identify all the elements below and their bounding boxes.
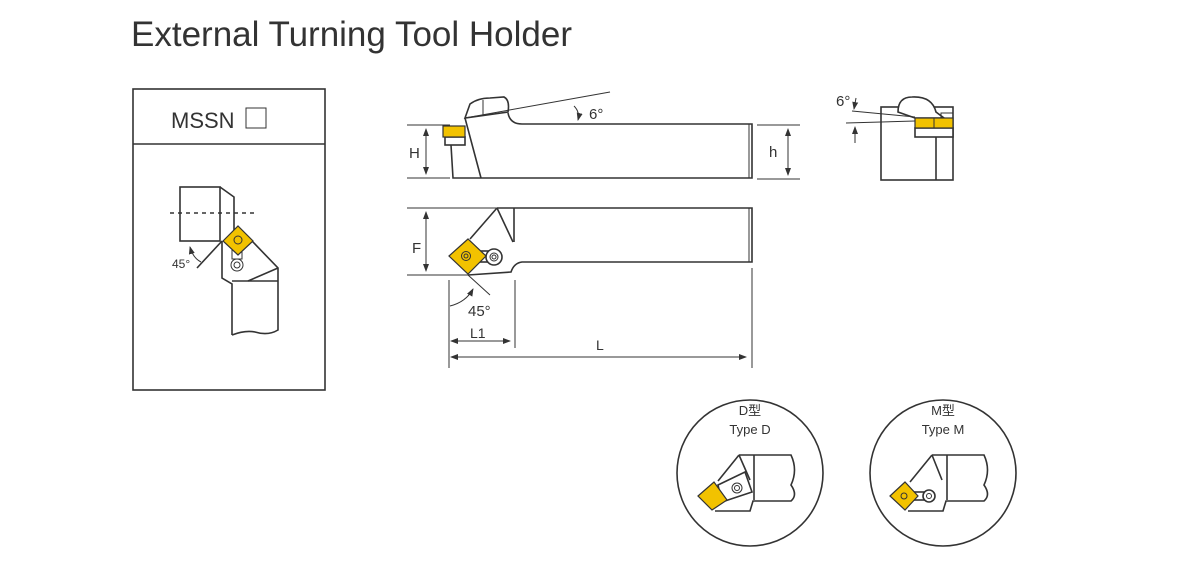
- height-label: H: [409, 145, 420, 162]
- side-view: H 6° h: [407, 91, 800, 180]
- insert-icon: [222, 225, 254, 256]
- model-code: MSSN: [171, 108, 235, 133]
- type-m-name-cn: M型: [931, 403, 955, 418]
- type-d-detail: D型 Type D: [676, 399, 824, 547]
- type-d-name-en: Type D: [729, 422, 770, 437]
- model-placeholder-box: [245, 107, 267, 129]
- rake-angle: 6°: [589, 106, 603, 123]
- top-view: F 45° L1 L: [407, 207, 753, 368]
- length-label: L: [596, 337, 604, 353]
- offset-label: F: [412, 240, 421, 257]
- end-view: 6°: [836, 93, 954, 181]
- insert-icon: [889, 481, 919, 511]
- shank-height-label: h: [769, 144, 777, 161]
- type-m-name-en: Type M: [922, 422, 965, 437]
- type-d-name-cn: D型: [739, 403, 761, 418]
- end-view-angle: 6°: [836, 93, 850, 110]
- head-length-label: L1: [470, 325, 486, 341]
- model-angle: 45°: [172, 257, 190, 271]
- model-sketch: 45°: [170, 186, 279, 336]
- type-m-detail: M型 Type M: [869, 399, 1017, 547]
- model-panel: MSSN 45°: [132, 88, 326, 391]
- insert-icon: [697, 481, 728, 511]
- insert-icon: [442, 125, 466, 138]
- lead-angle: 45°: [468, 303, 491, 320]
- page-title: External Turning Tool Holder: [131, 15, 572, 54]
